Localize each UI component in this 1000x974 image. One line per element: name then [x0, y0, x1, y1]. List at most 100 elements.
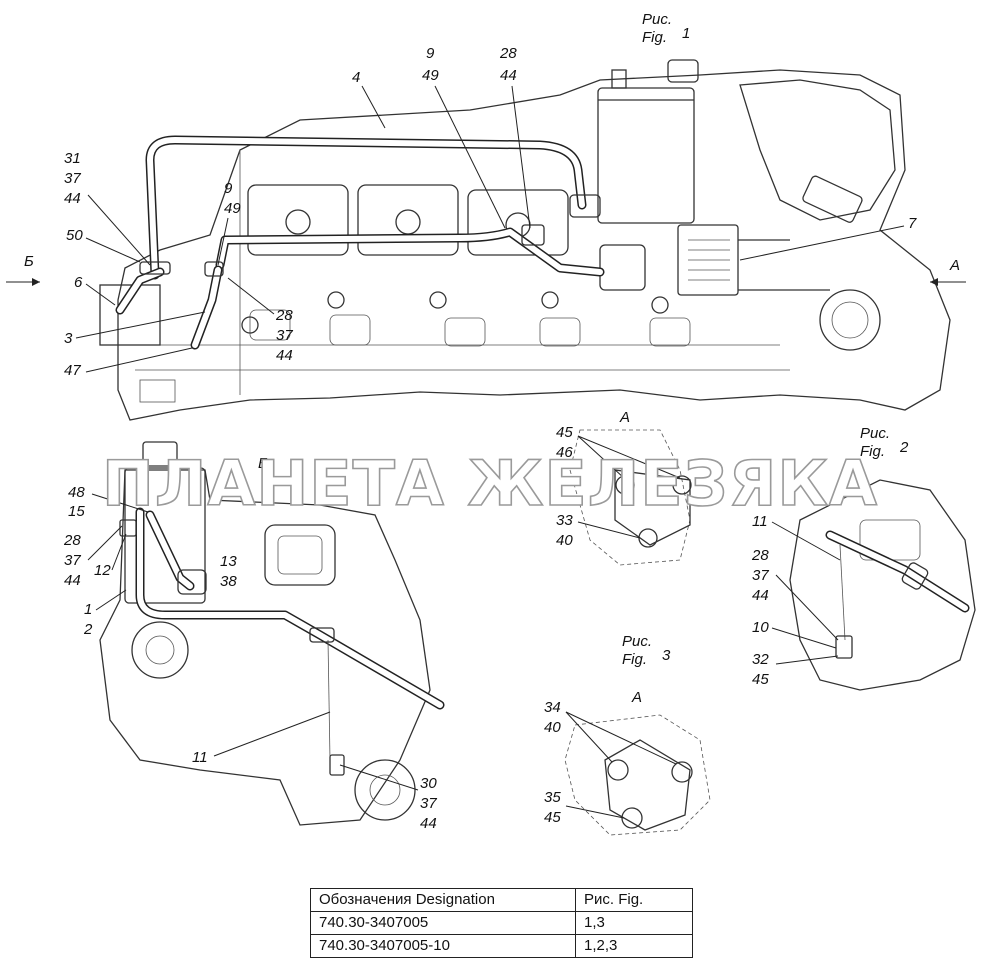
leader-32	[775, 655, 839, 665]
callout-40-a: 40	[556, 532, 573, 549]
callout-1: 1	[84, 601, 92, 618]
callout-32: 32	[752, 651, 769, 668]
leader-11-fig2	[771, 521, 841, 561]
view-arrow-a-label: А	[949, 257, 960, 274]
table-header-designation: Обозначения Designation	[310, 888, 576, 912]
callout-10: 10	[752, 619, 769, 636]
callout-34: 34	[544, 699, 561, 716]
table-row: 740.30-3407005-10 1,2,3	[310, 934, 693, 958]
leader-48	[91, 493, 149, 513]
callout-28-top: 28	[499, 45, 517, 62]
leader-45-b	[577, 435, 681, 479]
fig3-title-ru: Рис.	[622, 633, 652, 650]
fig1-labels: Рис. Fig. 1 4 9 49 28 44 31 37 44 9 49 5…	[6, 11, 966, 379]
callout-44-fig2: 44	[752, 587, 769, 604]
table-header-fig: Рис. Fig.	[575, 888, 693, 912]
leader-11-bottom	[213, 711, 331, 757]
callout-37-b: 37	[420, 795, 437, 812]
callout-49-top: 49	[422, 67, 439, 84]
table-cell-fig: 1,3	[575, 911, 693, 935]
callout-9-mid: 9	[224, 180, 233, 197]
leader-45-a	[577, 435, 625, 479]
leader-34-b	[565, 711, 677, 765]
leader-30	[339, 764, 419, 791]
watermark-text: ПЛАНЕТА ЖЕЛЕЗЯКА	[102, 447, 878, 520]
callout-11-fig2: 11	[752, 513, 768, 530]
fig3-number: 3	[662, 647, 671, 664]
view-b-drawing	[99, 441, 445, 826]
leader-12	[111, 533, 127, 571]
leader-50	[85, 237, 141, 263]
callout-49-mid: 49	[224, 200, 241, 217]
callout-44-mid: 44	[276, 347, 293, 364]
leader-28-mid	[227, 277, 275, 315]
fig1-title-en: Fig.	[642, 29, 667, 46]
callout-28-fig2: 28	[751, 547, 769, 564]
callout-44-a: 44	[64, 190, 81, 207]
callout-28-left: 28	[63, 532, 81, 549]
callout-37-mid: 37	[276, 327, 293, 344]
leader-28-left	[87, 525, 123, 561]
callout-30: 30	[420, 775, 437, 792]
view-arrow-b-label: Б	[24, 253, 34, 270]
callout-46: 46	[556, 444, 573, 461]
table-row: 740.30-3407005 1,3	[310, 911, 693, 935]
leader-4	[361, 85, 386, 129]
table-cell-designation: 740.30-3407005	[310, 911, 576, 935]
leader-28-top	[511, 85, 531, 229]
callout-35: 35	[544, 789, 561, 806]
callout-9-top: 9	[426, 45, 435, 62]
view-a-detail-labels: А 45 46 33 40	[556, 409, 681, 549]
fig1-number: 1	[682, 25, 690, 42]
callout-44-top: 44	[500, 67, 517, 84]
view-b-labels: Б 48 15 28 37 44 12 13 38 1 2 11 30 37 4…	[63, 455, 437, 832]
fig3-drawing	[564, 714, 711, 836]
callout-28-mid: 28	[275, 307, 293, 324]
fig3-title-en: Fig.	[622, 651, 647, 668]
callout-40-b: 40	[544, 719, 561, 736]
leader-7	[739, 225, 905, 261]
callout-50: 50	[66, 227, 83, 244]
callout-4: 4	[352, 69, 360, 86]
callout-45-a: 45	[556, 424, 573, 441]
leader-10	[771, 627, 837, 649]
table-header-row: Обозначения Designation Рис. Fig.	[310, 888, 693, 912]
leader-28-fig2	[775, 574, 839, 641]
table-cell-designation: 740.30-3407005-10	[310, 934, 576, 958]
callout-11-bottom: 11	[192, 749, 208, 766]
fig2-title-en: Fig.	[860, 443, 885, 460]
callout-2: 2	[83, 621, 93, 638]
callout-13: 13	[220, 553, 237, 570]
callout-47: 47	[64, 362, 81, 379]
callout-48: 48	[68, 484, 85, 501]
leader-47	[85, 347, 193, 373]
callout-38: 38	[220, 573, 237, 590]
callout-3: 3	[64, 330, 73, 347]
leader-31	[87, 194, 151, 266]
fig2-labels: Рис. Fig. 2 11 28 37 44 10 32 45	[751, 425, 909, 688]
leader-34-a	[565, 711, 613, 763]
view-b-title: Б	[258, 455, 268, 472]
leader-9-top	[434, 85, 506, 229]
leader-35	[565, 805, 625, 819]
callout-7: 7	[908, 215, 917, 232]
callout-37-a: 37	[64, 170, 81, 187]
leader-9-mid	[217, 217, 229, 266]
table-cell-fig: 1,2,3	[575, 934, 693, 958]
leader-3	[75, 311, 206, 339]
designation-table: Обозначения Designation Рис. Fig. 740.30…	[310, 888, 693, 958]
callout-45-fig3: 45	[544, 809, 561, 826]
fig2-number: 2	[899, 439, 909, 456]
leader-6	[85, 283, 116, 306]
fig2-title-ru: Рис.	[860, 425, 890, 442]
leader-1	[95, 589, 127, 611]
callout-45-fig2: 45	[752, 671, 769, 688]
callout-37-left: 37	[64, 552, 81, 569]
callout-12: 12	[94, 562, 111, 579]
callout-33: 33	[556, 512, 573, 529]
leader-33	[577, 521, 641, 539]
engine-main-view	[99, 59, 951, 421]
callout-15: 15	[68, 503, 85, 520]
view-arrow-b-head	[32, 278, 40, 286]
